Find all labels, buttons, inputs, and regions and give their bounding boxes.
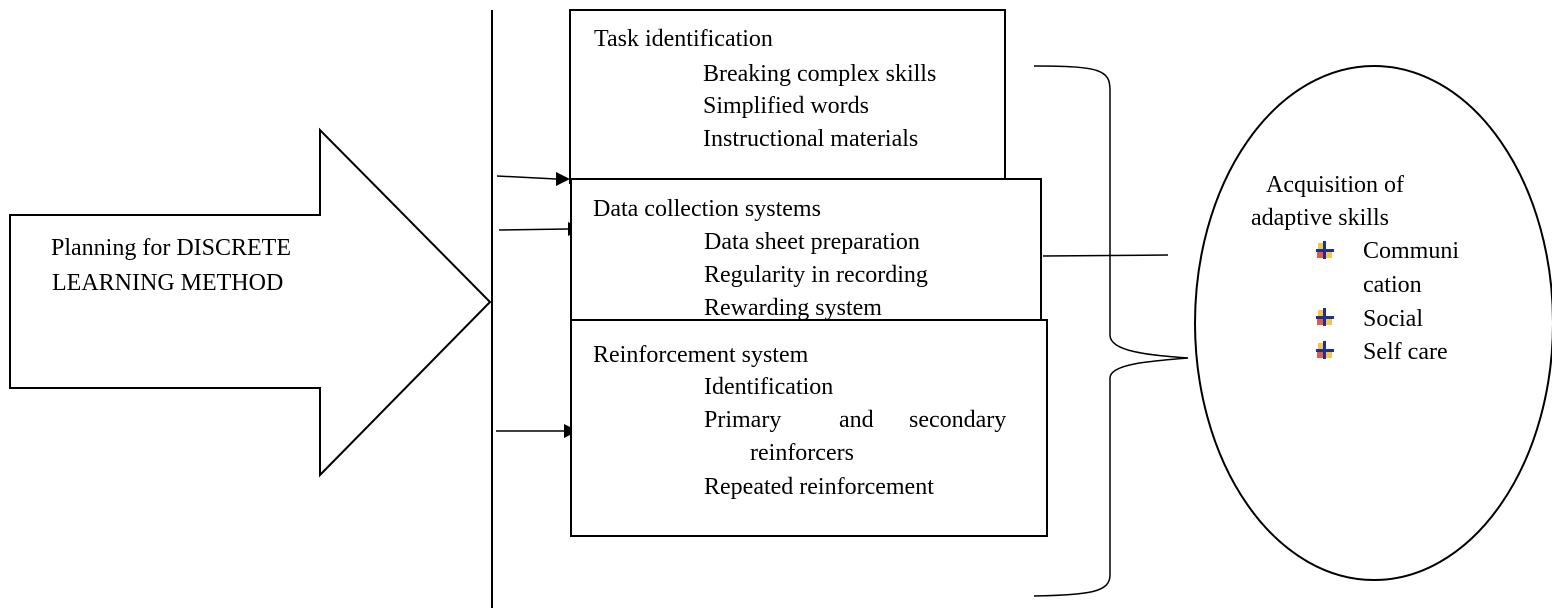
right-curly-brace (1033, 65, 1189, 597)
task-identification-box: Task identification Breaking complex ski… (569, 9, 1006, 184)
bullet-list-icon (1316, 341, 1334, 359)
box-title: Task identification (594, 26, 773, 52)
connector-arrow-task (496, 172, 570, 186)
box-item: Data sheet preparation (704, 229, 920, 255)
bullet-list-icon (1316, 308, 1334, 326)
planning-arrow-shape (9, 127, 492, 478)
box-item: reinforcers (750, 440, 854, 466)
box-item: Primary (704, 407, 782, 433)
connector-arrow-reinforcement (496, 424, 578, 438)
outcome-title-line2: adaptive skills (1251, 205, 1389, 231)
box-title: Reinforcement system (593, 342, 809, 368)
box-item: secondary (909, 407, 1007, 433)
connector-line-outcome (1042, 254, 1169, 257)
box-item: Regularity in recording (704, 262, 928, 288)
bullet-list-icon (1316, 241, 1334, 259)
arrow-label-line1: Planning for DISCRETE (51, 235, 291, 261)
outcome-item: Social (1363, 306, 1423, 332)
box-item: and (839, 407, 874, 433)
outcome-item: Self care (1363, 339, 1448, 365)
box-item: Instructional materials (703, 126, 919, 152)
box-item: Identification (704, 374, 834, 400)
arrow-label-line2: LEARNING METHOD (52, 270, 284, 296)
outcome-item: Communi (1363, 238, 1460, 264)
outcome-item: cation (1363, 272, 1422, 298)
box-item: Rewarding system (704, 295, 882, 321)
data-collection-box: Data collection systems Data sheet prepa… (570, 178, 1042, 328)
outcome-title-line1: Acquisition of (1266, 172, 1404, 198)
box-item: Simplified words (703, 93, 869, 119)
box-item: Breaking complex skills (703, 61, 937, 87)
box-title: Data collection systems (593, 196, 821, 222)
outcome-ellipse (1194, 65, 1552, 581)
reinforcement-box: Reinforcement system Identification Prim… (570, 319, 1048, 537)
box-item: Repeated reinforcement (704, 474, 934, 500)
